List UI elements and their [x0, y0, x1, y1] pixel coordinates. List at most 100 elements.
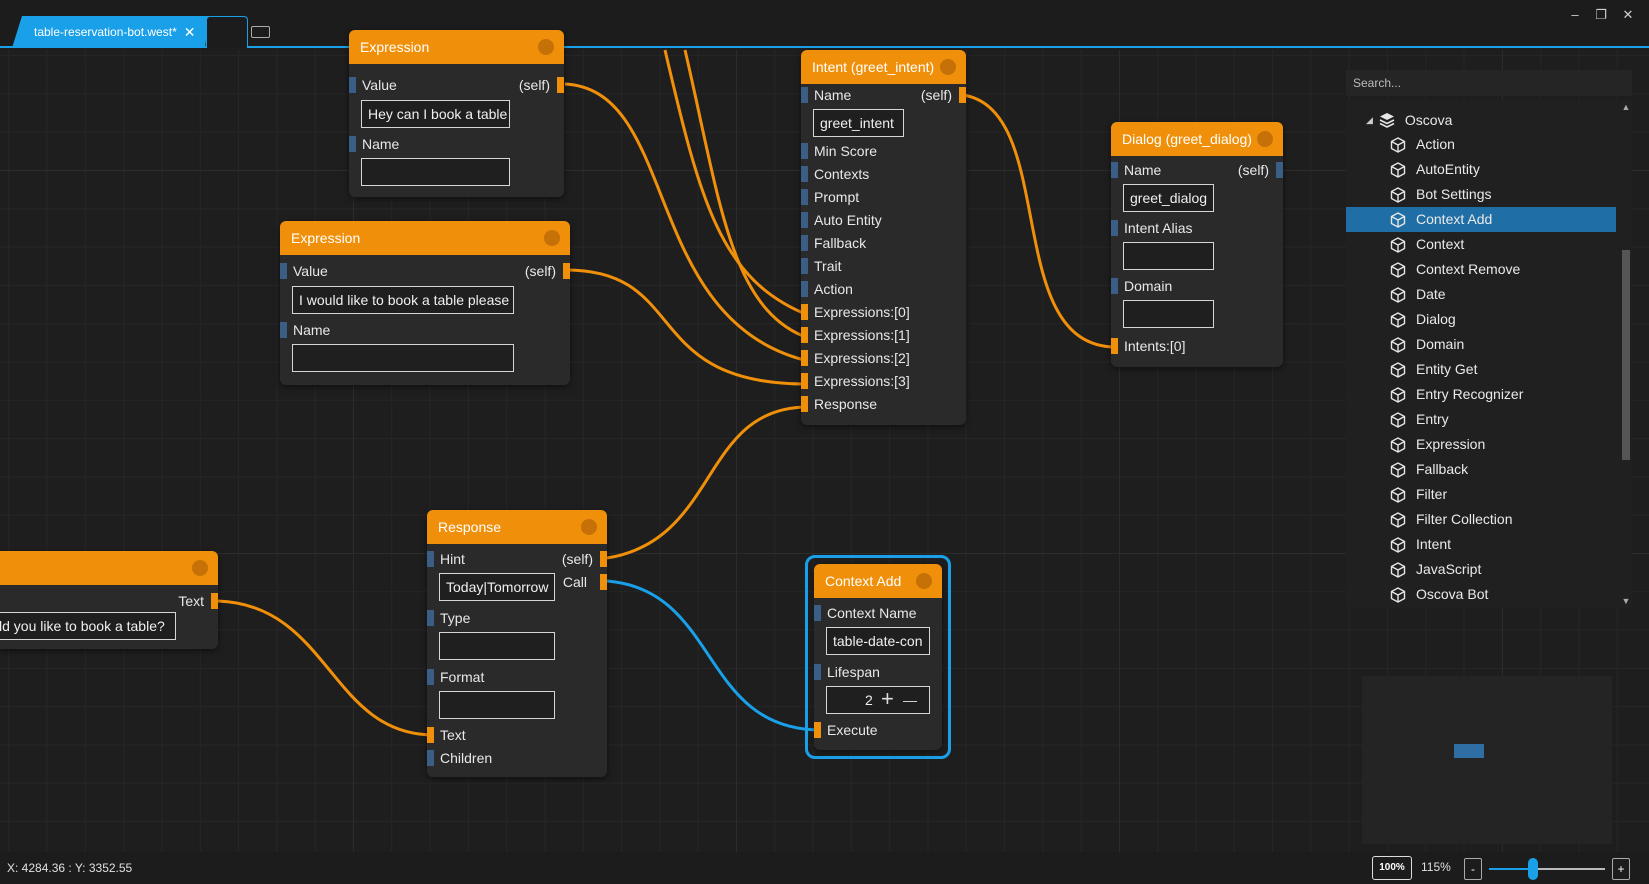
self-output-pin[interactable] [563, 263, 570, 279]
minimize-icon[interactable]: – [1571, 7, 1579, 22]
tab-close-icon[interactable]: ✕ [183, 23, 196, 40]
value-input[interactable]: I would like to book a table please [292, 286, 514, 314]
palette-item[interactable]: Expression [1346, 432, 1616, 457]
zoom-slider[interactable] [1489, 858, 1605, 880]
zoom-in-button[interactable]: + [1612, 858, 1630, 880]
tree-scrollbar[interactable]: ▲ ▼ [1620, 100, 1632, 608]
palette-item[interactable]: Entity Get [1346, 357, 1616, 382]
dialog-name-input[interactable]: greet_dialog [1123, 184, 1214, 212]
zoom-slider-thumb[interactable] [1528, 858, 1539, 880]
restore-icon[interactable]: ❐ [1595, 7, 1607, 22]
domain-input[interactable] [1123, 300, 1214, 328]
minimap-viewport[interactable] [1454, 744, 1484, 758]
palette-item[interactable]: Domain [1346, 332, 1616, 357]
palette-item[interactable]: Filter [1346, 482, 1616, 507]
format-input-pin[interactable] [427, 669, 434, 685]
value-input-pin[interactable] [349, 77, 356, 93]
scroll-down-icon[interactable]: ▼ [1621, 596, 1631, 606]
palette-item[interactable]: Filter Collection [1346, 507, 1616, 532]
palette-item[interactable]: Entry [1346, 407, 1616, 432]
name-input-pin[interactable] [280, 322, 287, 338]
palette-item[interactable]: Dialog [1346, 307, 1616, 332]
hint-input[interactable]: Today|Tomorrow [439, 573, 555, 601]
node-header[interactable]: Expression [349, 30, 564, 64]
intent-row-input-pin[interactable] [801, 281, 808, 297]
text-input-pin[interactable] [427, 727, 434, 743]
name-input-pin[interactable] [801, 87, 808, 103]
execute-input-pin[interactable] [814, 722, 821, 738]
zoom-out-button[interactable]: - [1464, 858, 1482, 880]
minimap[interactable] [1362, 676, 1612, 844]
node-header[interactable]: Response [427, 510, 607, 544]
new-tab-icon[interactable] [251, 26, 270, 38]
context-name-input-pin[interactable] [814, 605, 821, 621]
intent-row-input-pin[interactable] [801, 212, 808, 228]
type-input[interactable] [439, 632, 555, 660]
intents-input-pin[interactable] [1111, 338, 1118, 354]
intent-alias-input-pin[interactable] [1111, 220, 1118, 236]
node-search-input[interactable]: Search... [1346, 70, 1632, 96]
zoom-reset-button[interactable]: 100% [1372, 856, 1412, 880]
text-output-pin[interactable] [211, 593, 218, 609]
format-input[interactable] [439, 691, 555, 719]
intent-row-input-pin[interactable] [801, 304, 808, 320]
scroll-up-icon[interactable]: ▲ [1621, 102, 1631, 112]
palette-item[interactable]: Context [1346, 232, 1616, 257]
expand-arrow-icon[interactable]: ◢ [1366, 115, 1373, 125]
intent-row-input-pin[interactable] [801, 396, 808, 412]
expression-node-1[interactable]: Expression Value (self) Hey can I book a… [349, 30, 564, 197]
palette-item[interactable]: Context Remove [1346, 257, 1616, 282]
value-input-pin[interactable] [280, 263, 287, 279]
context-add-node[interactable]: Context Add Context Name table-date-con … [814, 564, 942, 750]
palette-item[interactable]: Intent [1346, 532, 1616, 557]
palette-item[interactable]: Context Add [1346, 207, 1616, 232]
palette-item[interactable]: Entry Recognizer [1346, 382, 1616, 407]
intent-name-input[interactable]: greet_intent [813, 109, 904, 137]
text-input[interactable]: ld you like to book a table? [0, 612, 176, 640]
dialog-node[interactable]: Dialog (greet_dialog) Name (self) greet_… [1111, 122, 1283, 367]
intent-row-input-pin[interactable] [801, 373, 808, 389]
palette-item[interactable]: JavaScript [1346, 557, 1616, 582]
intent-row-input-pin[interactable] [801, 258, 808, 274]
intent-row-input-pin[interactable] [801, 189, 808, 205]
hint-input-pin[interactable] [427, 551, 434, 567]
intent-row-input-pin[interactable] [801, 166, 808, 182]
node-header[interactable]: Context Add [814, 564, 942, 598]
self-output-pin[interactable] [1276, 162, 1283, 178]
intent-node[interactable]: Intent (greet_intent) Name (self) greet_… [801, 50, 966, 425]
palette-item[interactable]: Bot Settings [1346, 182, 1616, 207]
intent-row-input-pin[interactable] [801, 350, 808, 366]
expression-node-2[interactable]: Expression Value (self) I would like to … [280, 221, 570, 385]
intent-alias-input[interactable] [1123, 242, 1214, 270]
self-output-pin[interactable] [959, 87, 966, 103]
name-input[interactable] [292, 344, 514, 372]
intent-row-input-pin[interactable] [801, 327, 808, 343]
name-input[interactable] [361, 158, 510, 186]
intent-row-input-pin[interactable] [801, 235, 808, 251]
text-node-partial[interactable]: Text ld you like to book a table? [0, 551, 218, 649]
value-input[interactable]: Hey can I book a table [361, 100, 510, 128]
response-node[interactable]: Response Hint (self) Call Today|Tomorrow… [427, 510, 607, 777]
palette-item[interactable]: AutoEntity [1346, 157, 1616, 182]
palette-item[interactable]: Oscova Bot [1346, 582, 1616, 607]
node-header[interactable]: Dialog (greet_dialog) [1111, 122, 1283, 156]
palette-item[interactable]: Date [1346, 282, 1616, 307]
plus-icon[interactable]: + [881, 686, 894, 711]
lifespan-input-pin[interactable] [814, 664, 821, 680]
minus-icon[interactable]: — [903, 692, 917, 708]
tab-table-reservation-bot[interactable]: table-reservation-bot.west* ✕ [12, 16, 209, 48]
call-output-pin[interactable] [600, 574, 607, 590]
close-window-icon[interactable]: ✕ [1622, 7, 1634, 22]
self-output-pin[interactable] [557, 77, 564, 93]
node-header[interactable] [0, 551, 218, 585]
type-input-pin[interactable] [427, 610, 434, 626]
node-header[interactable]: Expression [280, 221, 570, 255]
name-input-pin[interactable] [349, 136, 356, 152]
intent-row-input-pin[interactable] [801, 143, 808, 159]
context-name-input[interactable]: table-date-con [826, 627, 930, 655]
tree-root-oscova[interactable]: ◢ Oscova [1366, 110, 1452, 130]
tab-blank[interactable] [206, 16, 248, 48]
palette-item[interactable]: Action [1346, 132, 1616, 157]
domain-input-pin[interactable] [1111, 278, 1118, 294]
